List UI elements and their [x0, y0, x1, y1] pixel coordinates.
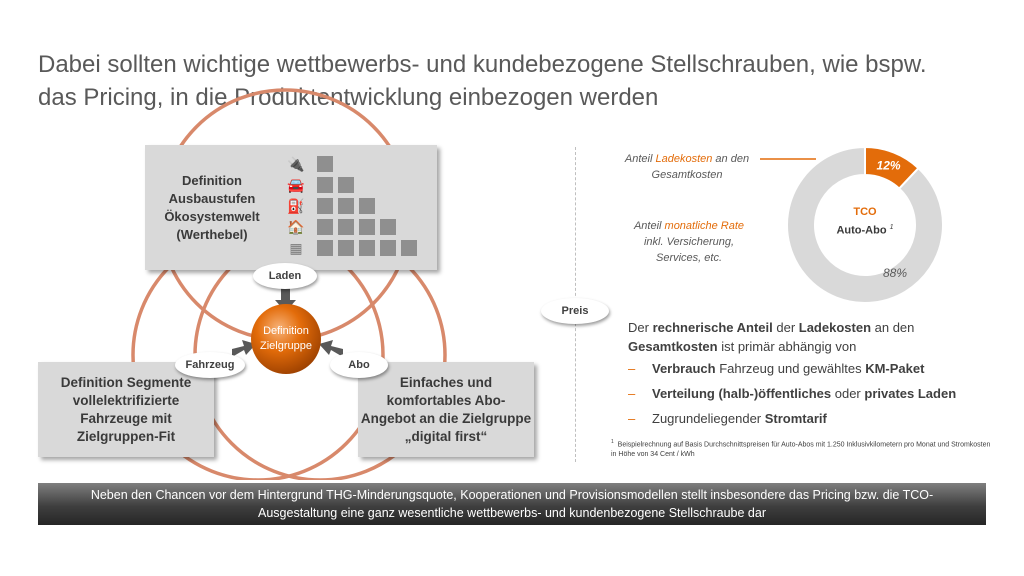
target-group-sphere	[251, 304, 321, 374]
arrows	[232, 288, 343, 374]
arrow-left-icon	[319, 340, 343, 357]
donut-center-label: TCO Auto-Abo 1	[815, 204, 915, 239]
donut-center-bottom: Auto-Abo 1	[836, 224, 894, 237]
box-segments-text: Definition Segmente vollelektrifizierte …	[60, 375, 192, 444]
ecosystem-level-square	[338, 198, 354, 214]
donut-center-top: TCO	[853, 206, 877, 218]
footnote: 1 Beispielrechnung auf Basis Durchschnit…	[611, 439, 991, 459]
charger-icon: ⛽	[287, 198, 305, 214]
ecosystem-level-square	[338, 240, 354, 256]
ecosystem-level-square	[380, 219, 396, 235]
box-subscription-text: Einfaches und komfortables Abo- Angebot …	[360, 375, 532, 444]
label-abo: Abo	[330, 352, 388, 378]
box-subscription	[358, 362, 534, 457]
arrow-right-icon	[232, 340, 256, 357]
summary-banner: Neben den Chancen vor dem Hintergrund TH…	[38, 483, 986, 525]
label-preis: Preis	[541, 298, 609, 324]
ecosystem-level-square	[380, 240, 396, 256]
plug-icon: 🔌	[287, 156, 305, 172]
price-explanation: Der rechnerische Anteil der Ladekosten a…	[628, 320, 915, 354]
ecosystem-level-square	[317, 240, 333, 256]
label-laden: Laden	[253, 263, 317, 289]
ecosystem-level-square	[338, 219, 354, 235]
annotation-charging-cost: Anteil Ladekosten an den Gesamtkosten	[624, 153, 750, 181]
annotation-leader-line	[760, 158, 816, 160]
house-charging-icon: 🏠	[287, 219, 305, 235]
bullet-item: –Verteilung (halb-)öffentliches oder pri…	[628, 386, 957, 401]
ecosystem-level-square	[317, 198, 333, 214]
summary-banner-line2: Ausgestaltung eine ganz wesentliche wett…	[258, 506, 766, 520]
ecosystem-level-square	[359, 240, 375, 256]
tco-donut-chart: 12% 88%	[786, 145, 944, 304]
donut-slice-label-1: 88%	[883, 266, 907, 280]
summary-banner-line1: Neben den Chancen vor dem Hintergrund TH…	[90, 488, 934, 502]
label-fahrzeug: Fahrzeug	[175, 352, 245, 378]
annotation-monthly-rate: Anteil monatliche Rate inkl. Versicherun…	[633, 220, 745, 264]
ecosystem-level-square	[359, 219, 375, 235]
ecosystem-level-square	[401, 240, 417, 256]
ecosystem-level-square	[317, 219, 333, 235]
box-ecosystem-text: Definition Ausbaustufen Ökosystemwelt (W…	[164, 173, 260, 242]
bullet-item: –Zugrundeliegender Stromtarif	[628, 411, 827, 426]
ecosystem-level-square	[359, 198, 375, 214]
slide-title: Dabei sollten wichtige wettbewerbs- und …	[38, 48, 998, 114]
donut-slice-1	[786, 145, 944, 304]
ecosystem-level-square	[317, 177, 333, 193]
box-segments	[38, 362, 214, 457]
bullet-item: –Verbrauch Fahrzeug und gewähltes KM-Pak…	[628, 361, 925, 376]
car-icon: 🚘	[287, 177, 305, 193]
solar-panel-icon: ▦	[289, 240, 303, 256]
ecosystem-level-square	[338, 177, 354, 193]
donut-slice-label-0: 12%	[877, 158, 901, 172]
target-group-label: Definition Zielgruppe	[260, 325, 312, 352]
slide-title-line1: Dabei sollten wichtige wettbewerbs- und …	[38, 51, 927, 78]
ecosystem-level-square	[317, 156, 333, 172]
